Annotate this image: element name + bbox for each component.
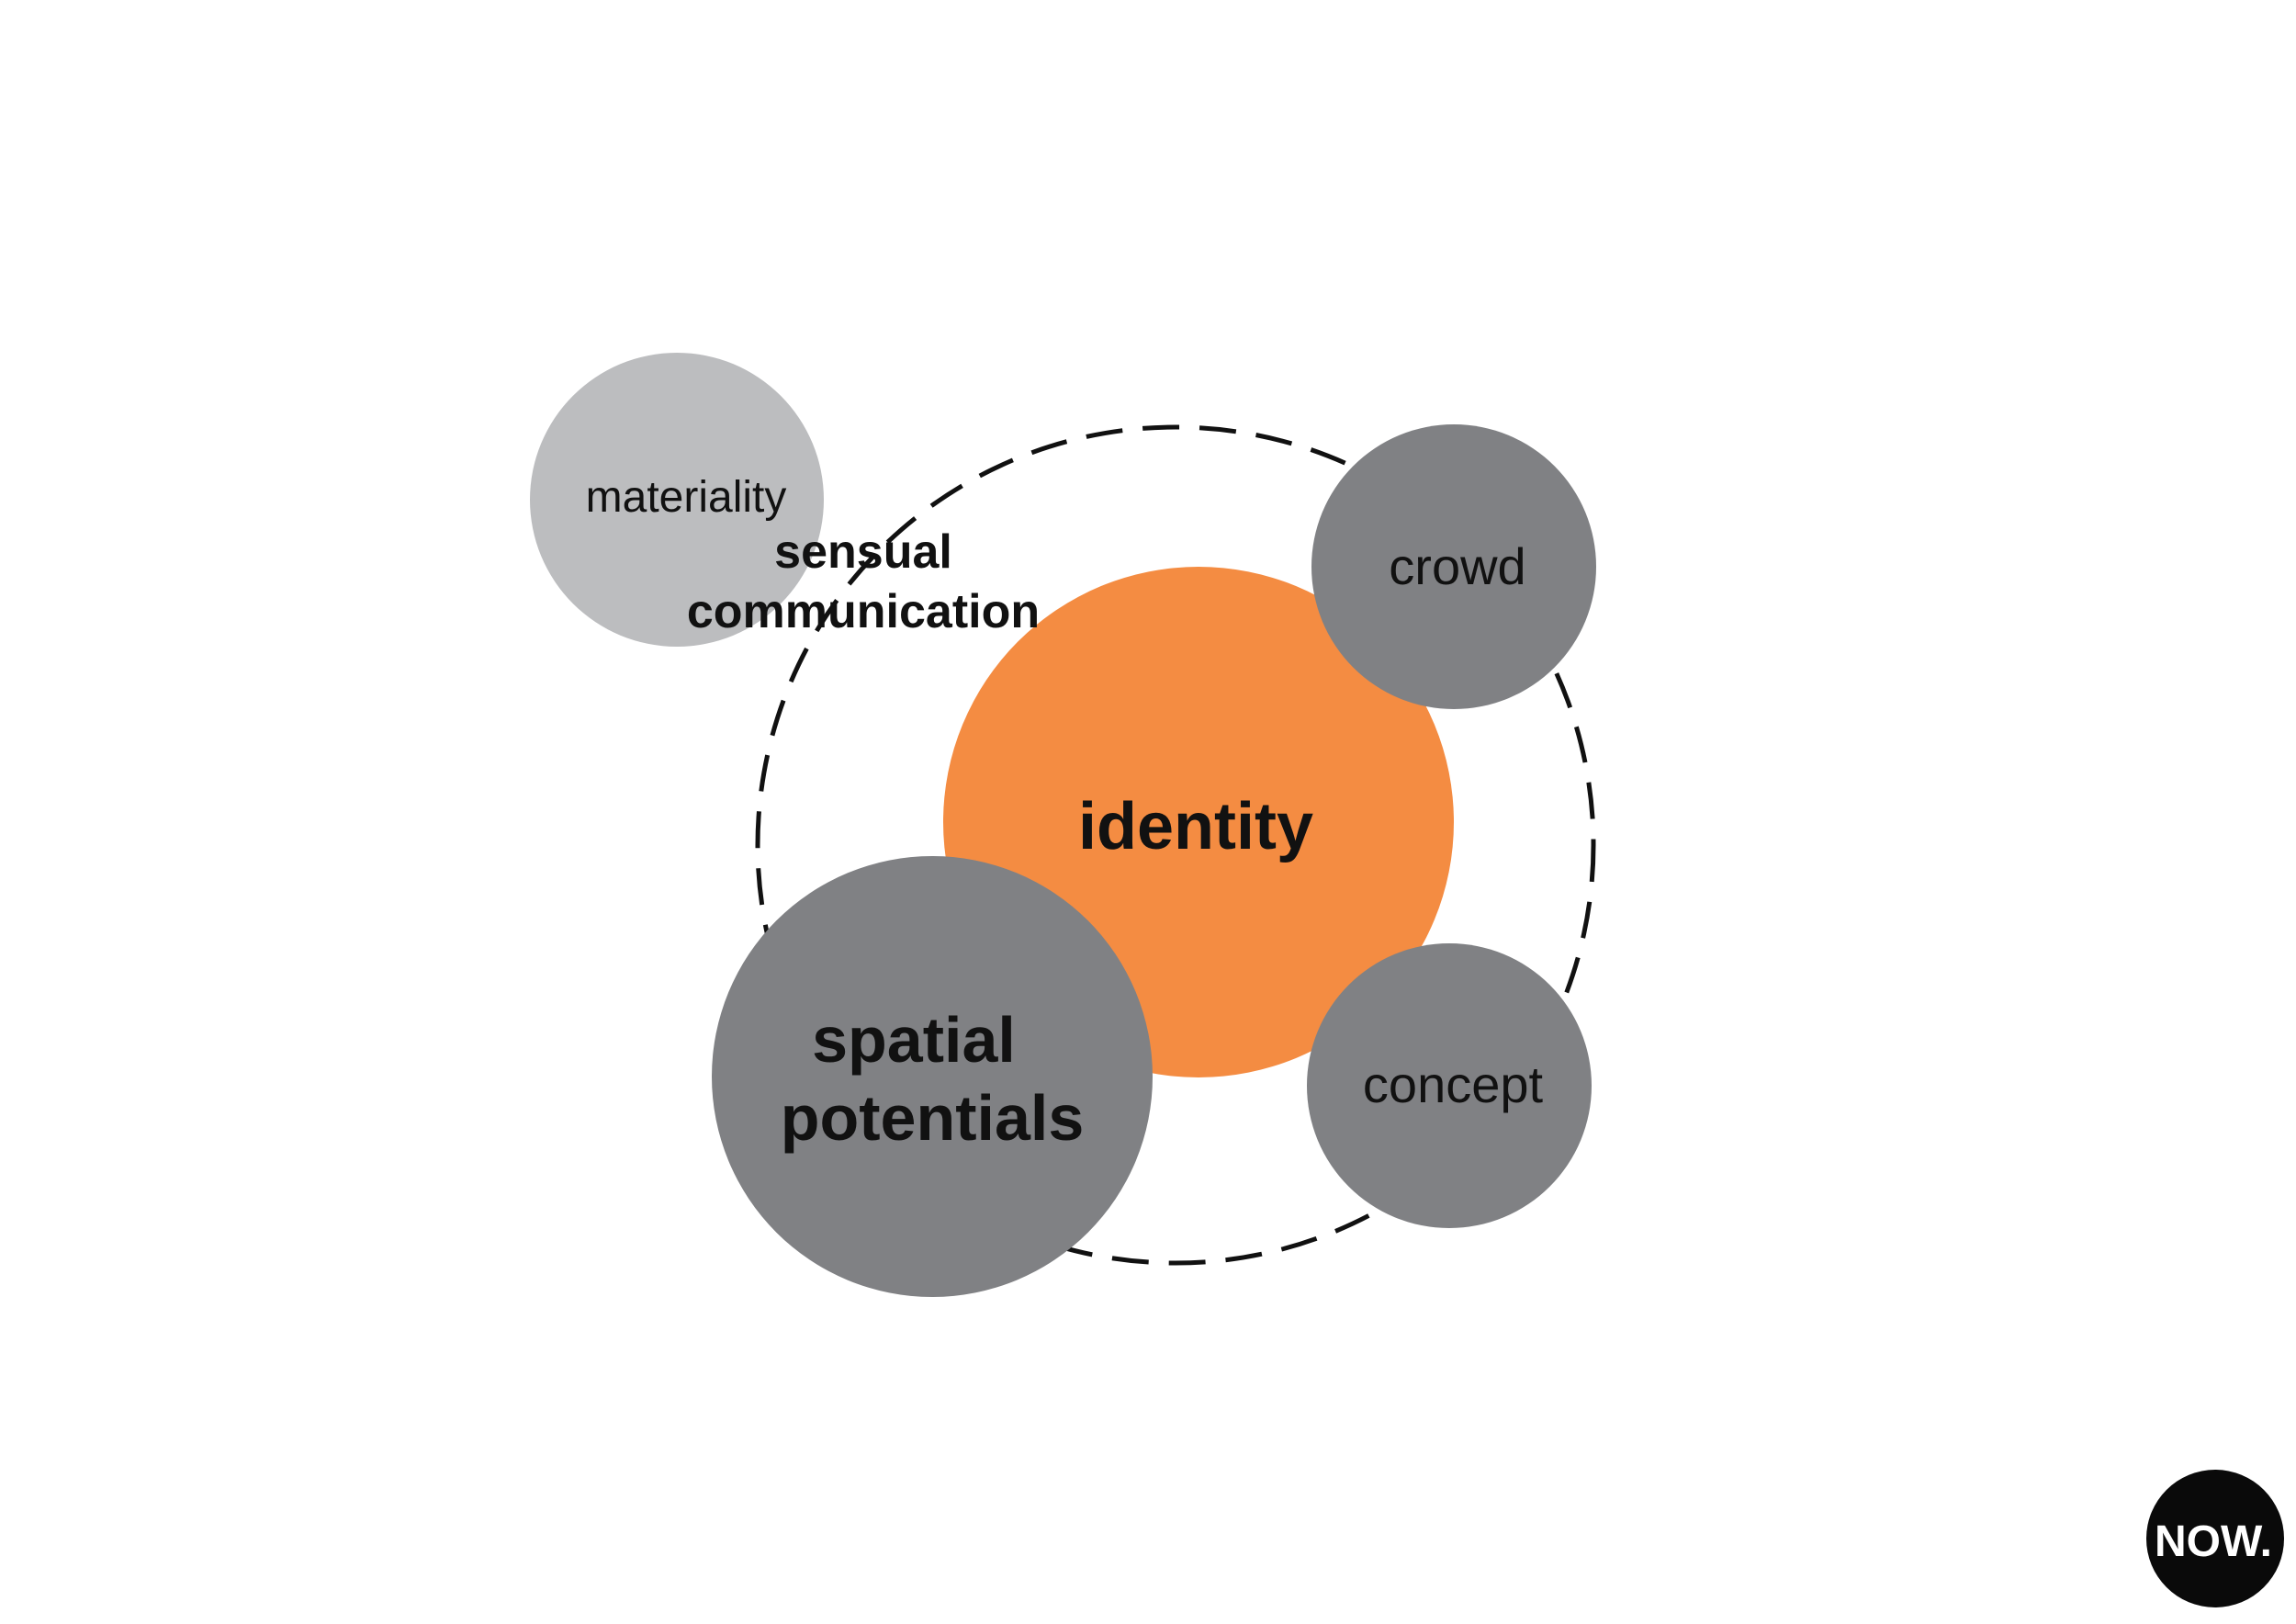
sensual-communication-line2: communication — [687, 585, 1040, 638]
crowd-label: crowd — [1389, 537, 1525, 595]
crowd-circle — [1311, 424, 1596, 709]
dashed-ring — [755, 424, 1596, 1266]
concept-circle — [1307, 943, 1592, 1228]
identity-label: identity — [1078, 790, 1313, 863]
spatial-label-line2: potentials — [781, 1082, 1085, 1154]
materiality-circle — [530, 353, 824, 647]
spatial-label-line1: spatial — [812, 1004, 1016, 1076]
spatial-potentials-circle — [712, 856, 1153, 1297]
concept-label: concept — [1363, 1055, 1544, 1113]
now-logo-text: NOW. — [2155, 1517, 2272, 1566]
now-logo-badge — [2146, 1470, 2284, 1607]
materiality-label: materiality — [586, 473, 787, 522]
now-logo: NOW. — [2146, 1470, 2284, 1607]
sensual-communication-line1: sensual — [774, 525, 952, 579]
